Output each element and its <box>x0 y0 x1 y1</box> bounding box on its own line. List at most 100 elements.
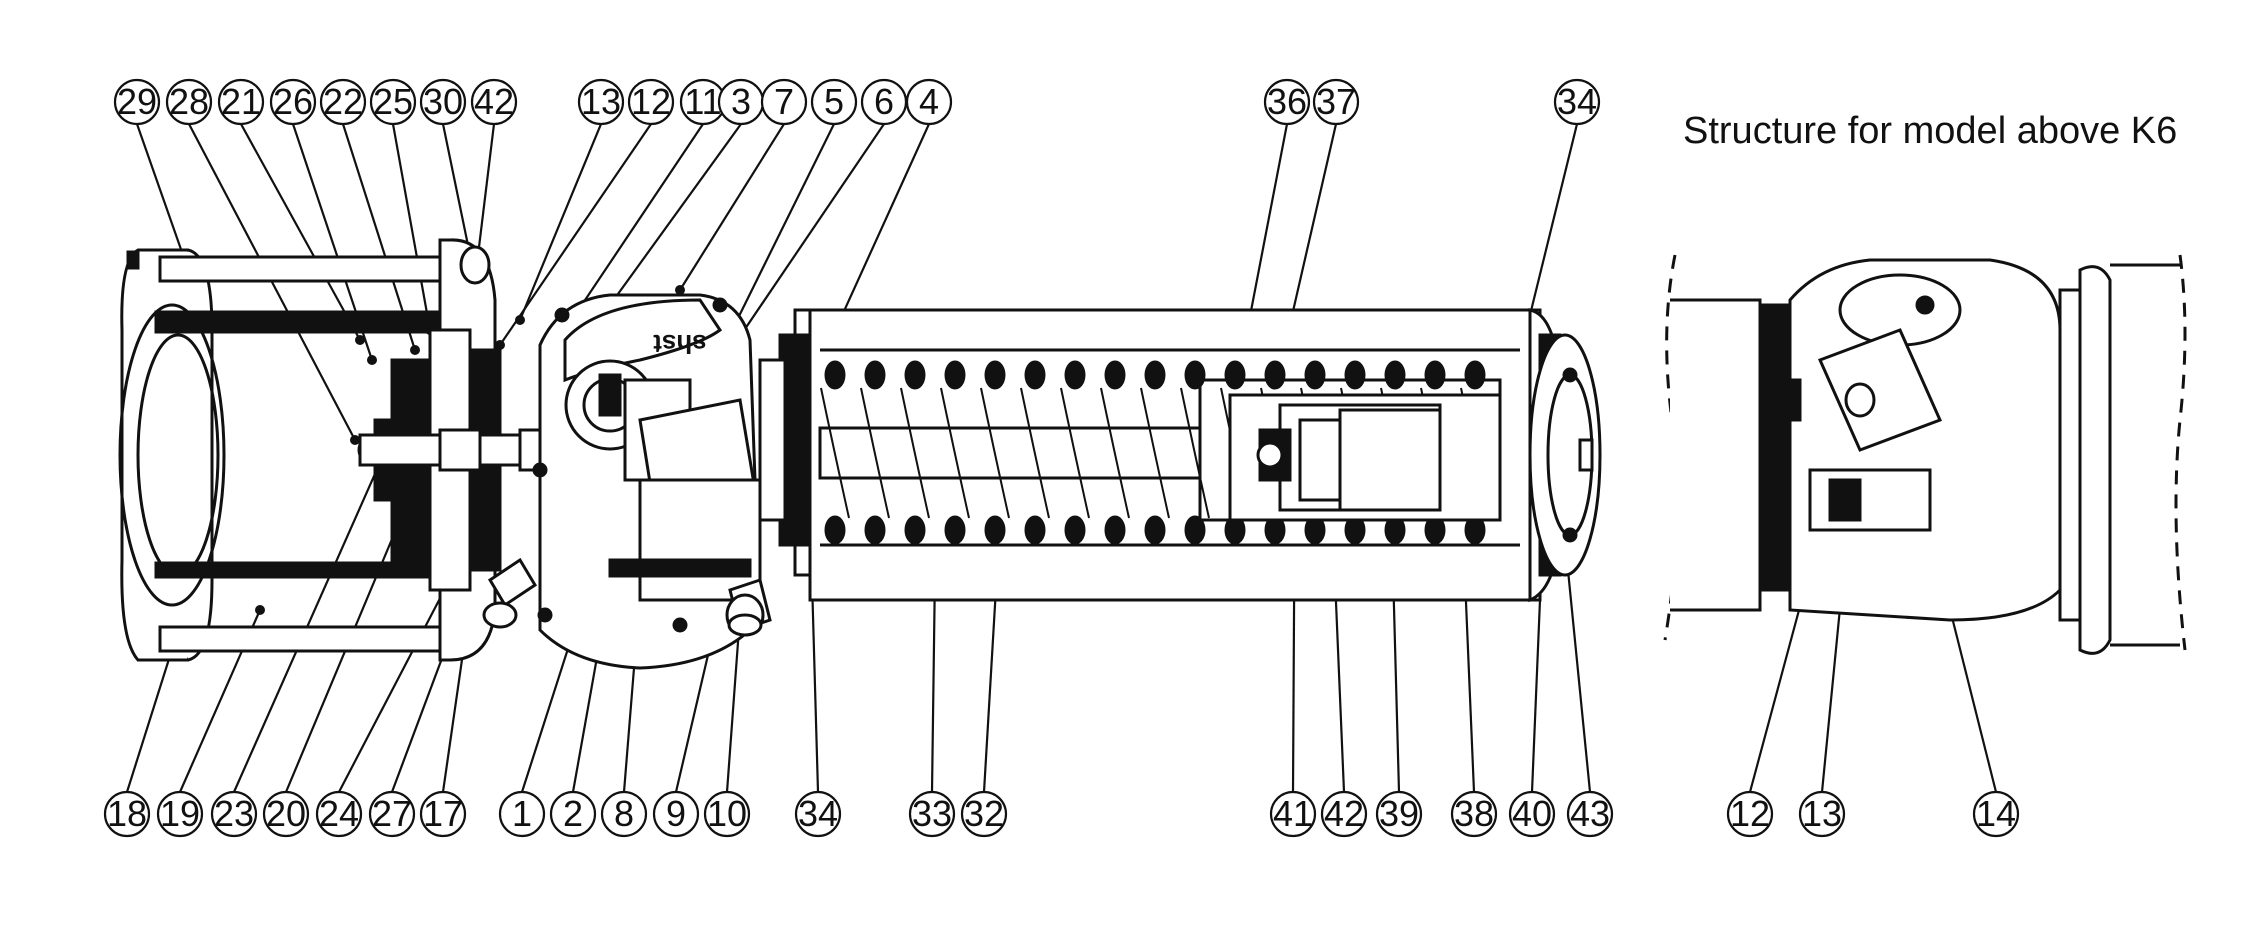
part-callout: 28 <box>165 78 213 126</box>
callout-number: 13 <box>581 81 621 122</box>
part-callout: 6 <box>860 78 908 126</box>
spring-coil-section <box>864 515 886 545</box>
callout-number: 21 <box>221 81 261 122</box>
leader-line <box>240 123 361 341</box>
callout-number: 42 <box>1324 793 1364 834</box>
part-callout: 27 <box>368 790 416 838</box>
part-callout: 37 <box>1312 78 1360 126</box>
body-stamp: shst <box>653 329 707 359</box>
part-callout: 22 <box>319 78 367 126</box>
callout-number: 34 <box>1557 81 1597 122</box>
callout-circle <box>315 790 363 838</box>
part-callout: 23 <box>210 790 258 838</box>
spring-coil-section <box>1224 360 1246 390</box>
callout-circle <box>1553 78 1601 126</box>
callout-circle <box>269 78 317 126</box>
callout-circle <box>1450 790 1498 838</box>
part-callout: 12 <box>627 78 675 126</box>
part-callout: 39 <box>1375 790 1423 838</box>
callout-number: 25 <box>373 81 413 122</box>
main-actuator-assembly: shst <box>118 238 1602 670</box>
part-callout: 33 <box>908 790 956 838</box>
leader-line <box>391 123 432 331</box>
callout-number: 36 <box>1267 81 1307 122</box>
part-callout: 25 <box>369 78 417 126</box>
part-callout: 34 <box>1553 78 1601 126</box>
leader-line <box>125 639 177 793</box>
callout-circle <box>794 790 842 838</box>
spring-coil-wire <box>980 387 1010 519</box>
spring-coil-section <box>984 360 1006 390</box>
part-callout: 3 <box>717 78 765 126</box>
callout-number: 5 <box>824 81 844 122</box>
leader-dot <box>367 355 377 365</box>
leader-dot <box>255 605 265 615</box>
callout-number: 12 <box>631 81 671 122</box>
spring-coil-section <box>824 360 846 390</box>
callout-number: 18 <box>107 793 147 834</box>
part-callout: 21 <box>217 78 265 126</box>
callout-circle <box>810 78 858 126</box>
spring-coil-section <box>984 515 1006 545</box>
callout-circle <box>652 790 700 838</box>
spring-coil-section <box>944 515 966 545</box>
part-callout: 42 <box>1320 790 1368 838</box>
callout-number: 29 <box>117 81 157 122</box>
callout-number: 33 <box>912 793 952 834</box>
part-callout: 24 <box>315 790 363 838</box>
spring-coil-wire <box>860 387 890 519</box>
callout-circle <box>577 78 625 126</box>
callout-number: 8 <box>614 793 634 834</box>
callout-number: 17 <box>423 793 463 834</box>
callout-number: 12 <box>1730 793 1770 834</box>
callout-circle <box>498 790 546 838</box>
spring-coil-wire <box>1020 387 1050 519</box>
callout-circle <box>703 790 751 838</box>
part-callout: 2 <box>549 790 597 838</box>
leader-dot <box>410 345 420 355</box>
part-callout: 30 <box>419 78 467 126</box>
spring-coil-section <box>904 515 926 545</box>
callout-circle <box>369 78 417 126</box>
callout-circle <box>760 78 808 126</box>
leader-dot <box>675 285 685 295</box>
callout-number: 24 <box>319 793 359 834</box>
callout-number: 9 <box>666 793 686 834</box>
part-callout: 29 <box>113 78 161 126</box>
part-callout: 10 <box>703 790 751 838</box>
part-callout: 14 <box>1972 790 2020 838</box>
callout-circle <box>210 790 258 838</box>
callout-circle <box>1726 790 1774 838</box>
callout-number: 23 <box>214 793 254 834</box>
callout-number: 3 <box>731 81 751 122</box>
leader-line <box>725 614 742 793</box>
callout-number: 42 <box>474 81 514 122</box>
callout-circle <box>908 790 956 838</box>
callout-circle <box>113 78 161 126</box>
callout-circle <box>627 78 675 126</box>
part-callout: 38 <box>1450 790 1498 838</box>
callout-circle <box>319 78 367 126</box>
callout-circle <box>419 790 467 838</box>
callout-circle <box>103 790 151 838</box>
callout-circle <box>1269 790 1317 838</box>
spring-coil-section <box>1144 515 1166 545</box>
callout-number: 27 <box>372 793 412 834</box>
callout-number: 40 <box>1512 793 1552 834</box>
spring-coil-section <box>904 360 926 390</box>
callout-number: 37 <box>1316 81 1356 122</box>
leader-line <box>1563 539 1592 793</box>
part-callout: 9 <box>652 790 700 838</box>
callout-number: 7 <box>774 81 794 122</box>
callout-number: 34 <box>798 793 838 834</box>
spring-coil-section <box>1264 360 1286 390</box>
part-callout: 42 <box>470 78 518 126</box>
callout-number: 2 <box>563 793 583 834</box>
part-callout: 18 <box>103 790 151 838</box>
spring-coil-section <box>1104 515 1126 545</box>
callout-circle <box>217 78 265 126</box>
callout-number: 13 <box>1802 793 1842 834</box>
part-callout: 26 <box>269 78 317 126</box>
callout-circle <box>960 790 1008 838</box>
